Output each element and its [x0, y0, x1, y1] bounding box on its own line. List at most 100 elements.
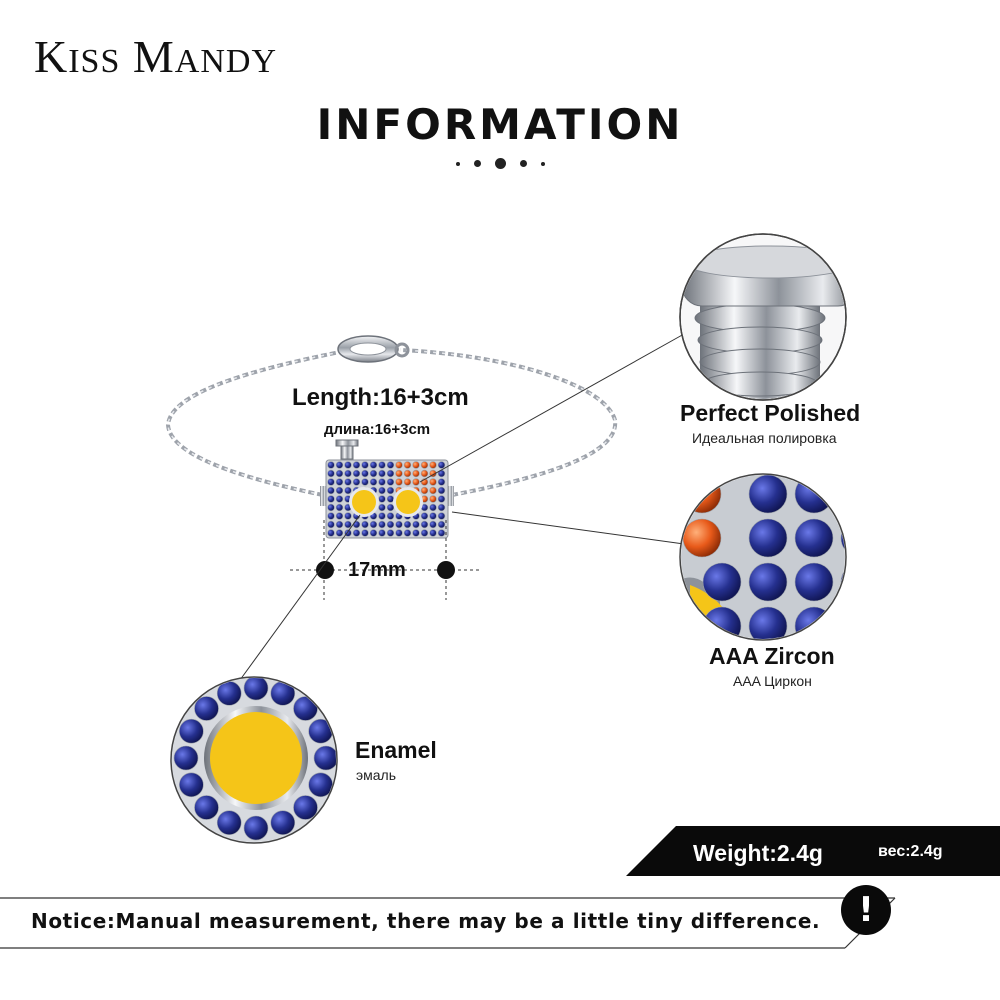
pave-stone: [361, 478, 369, 486]
pave-stone: [344, 520, 352, 529]
pave-stone: [437, 486, 446, 495]
pave-stone: [437, 461, 446, 469]
brand-initial-k: K: [34, 31, 69, 82]
pave-stone: [369, 529, 378, 537]
pave-stone: [420, 469, 429, 478]
pave-stone: [335, 529, 344, 537]
pave-stone: [386, 461, 395, 469]
length-label: Length:16+3cm: [292, 384, 469, 411]
ring-stone: [308, 718, 333, 744]
zircon-stone: [840, 518, 845, 558]
pave-stone: [378, 461, 386, 469]
feature-polished-title: Perfect Polished: [680, 400, 861, 426]
pave-stone: [386, 469, 395, 478]
pave-stone: [386, 478, 395, 486]
pave-stone: [327, 529, 335, 537]
pave-stone: [327, 512, 335, 520]
pave-stone: [327, 495, 335, 503]
pave-stone: [429, 520, 437, 529]
pave-stone: [429, 495, 437, 503]
pave-stone: [386, 529, 395, 537]
pave-stone: [420, 520, 429, 529]
carousel-dots: [0, 158, 1000, 169]
zircon-stone: [702, 562, 742, 602]
brand-initial-m: M: [132, 31, 175, 82]
zircon-stone: [840, 475, 845, 514]
pave-stone: [378, 512, 386, 520]
pave-stone: [437, 520, 446, 529]
pave-stone: [344, 529, 352, 537]
pave-stone: [335, 469, 344, 478]
pave-stone: [403, 520, 412, 529]
pave-stone: [378, 495, 386, 503]
dot-icon: [519, 160, 527, 167]
notice-text: Notice:Manual measurement, there may be …: [31, 909, 821, 933]
width-dimension: [290, 520, 480, 600]
pave-stone: [378, 478, 386, 486]
lobster-clasp-icon: [337, 335, 410, 363]
zircon-stone: [682, 475, 722, 514]
pave-stone: [352, 478, 361, 486]
pave-stone: [361, 520, 369, 529]
pave-stone: [378, 486, 386, 495]
pave-stone: [335, 503, 344, 512]
ring-stone: [173, 745, 199, 771]
pave-stone: [420, 486, 429, 495]
polished-clasp-detail: [679, 233, 847, 401]
pave-stone: [361, 529, 369, 537]
pave-stone: [327, 520, 335, 529]
pave-stone: [420, 529, 429, 537]
pendant: [320, 439, 454, 539]
pave-stone: [395, 478, 403, 486]
brand-word-2: ANDY: [174, 43, 277, 80]
weight-label: Weight:2.4g: [693, 840, 823, 866]
pave-stone: [378, 520, 386, 529]
pave-stone: [327, 469, 335, 478]
pave-stone: [395, 469, 403, 478]
pave-stone: [344, 469, 352, 478]
pave-stone: [412, 469, 420, 478]
leader-lines: [239, 333, 685, 681]
pave-stone: [352, 469, 361, 478]
zircon-stone: [702, 606, 742, 639]
ring-stone: [293, 795, 318, 820]
pave-stone: [386, 503, 395, 512]
dot-icon: [540, 161, 545, 166]
pave-stone: [437, 503, 446, 512]
pave-stone: [386, 486, 395, 495]
dot-icon: [455, 161, 460, 166]
pave-stone: [335, 495, 344, 503]
ring-stone: [179, 772, 204, 798]
zircon-stone: [840, 606, 845, 639]
feature-zircon-subtitle: AAA Циркон: [733, 673, 812, 689]
pave-stone: [437, 512, 446, 520]
ring-stone: [194, 795, 219, 820]
zircon-stone: [840, 562, 845, 602]
zircon-stone: [748, 518, 788, 558]
pave-stone: [327, 486, 335, 495]
pave-stone: [395, 529, 403, 537]
ring-stone: [179, 718, 204, 744]
zircon-stone: [748, 562, 788, 602]
feature-enamel-title: Enamel: [355, 737, 437, 763]
pave-stone: [437, 495, 446, 503]
pave-stone: [420, 461, 429, 469]
pave-stone: [344, 512, 352, 520]
exclamation-icon: !: [841, 885, 891, 935]
pave-stone: [344, 461, 352, 469]
zircon-stone: [794, 606, 834, 639]
pave-stone: [361, 469, 369, 478]
pave-stone: [327, 503, 335, 512]
pave-stone: [378, 529, 386, 537]
weight-label-ru: вес:2.4g: [878, 843, 943, 860]
pave-stone: [403, 478, 412, 486]
pave-stone: [352, 520, 361, 529]
pave-stone: [420, 512, 429, 520]
pave-stone: [386, 495, 395, 503]
pave-stone: [429, 478, 437, 486]
pave-stone: [412, 461, 420, 469]
pave-stone: [403, 461, 412, 469]
pave-stone: [378, 503, 386, 512]
pave-stone: [429, 461, 437, 469]
zircon-stone: [841, 651, 879, 689]
